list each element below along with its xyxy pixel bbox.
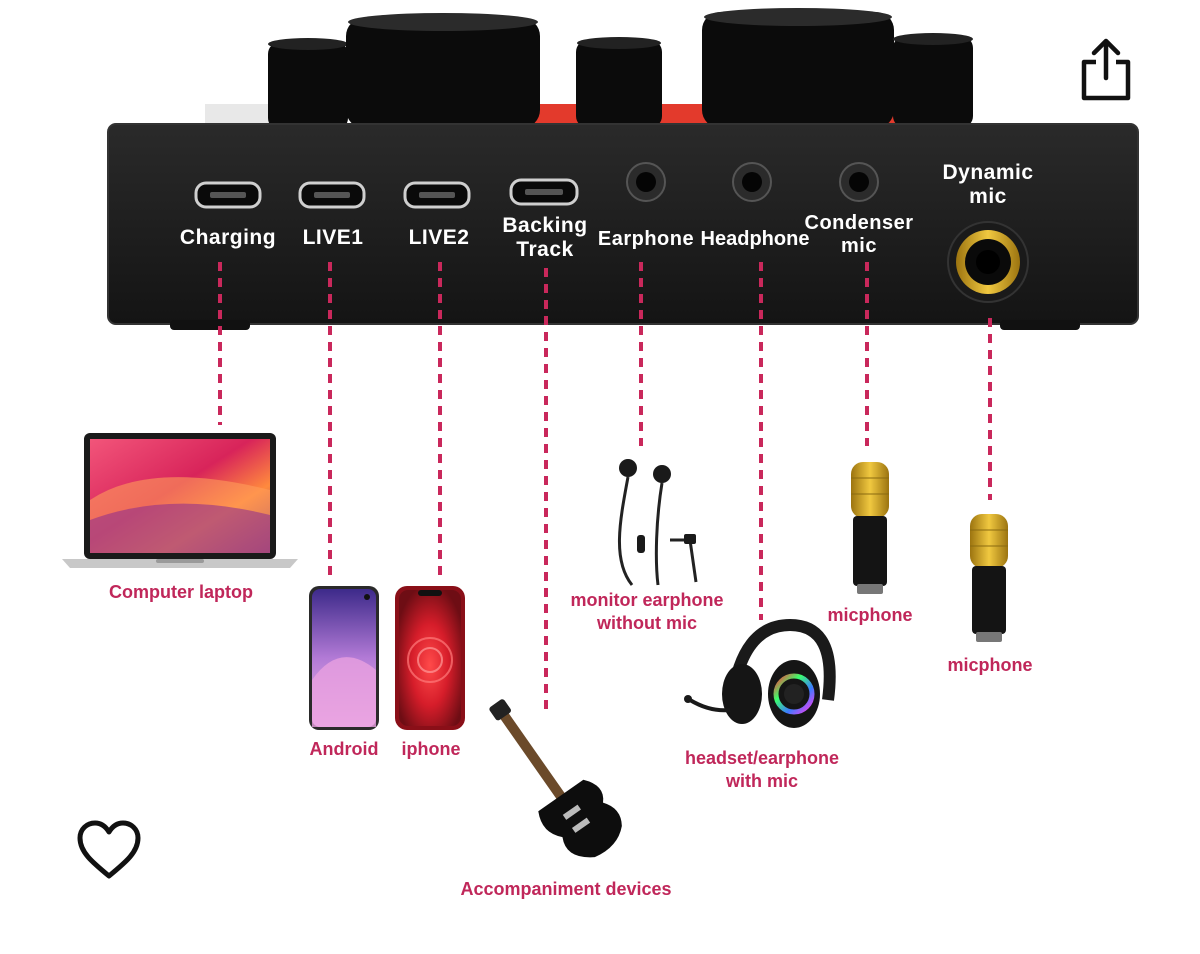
port-charging-socket [194,181,262,209]
port-label-headphone: Headphone [700,228,810,250]
device-label-microphone-2: micphone [947,655,1033,675]
device-label-guitar: Accompaniment devices [460,879,672,899]
device-label-microphone-1: micphone [827,605,913,625]
port-label-backing-track: Backing Track [502,214,588,262]
port-label-live2: LIVE2 [408,226,470,249]
sound-card-device [107,8,1139,330]
port-dynamic-mic-socket [947,221,1029,303]
share-icon [1081,38,1131,101]
headset-image [684,618,836,728]
earphone-image [617,459,698,586]
port-label-condenser-mic: Condenser mic [804,212,914,257]
port-backing-track-socket [509,178,579,206]
microphone-image-1 [851,462,889,594]
knob-large-2 [702,8,894,128]
device-label-headset: headset/earphone with mic [684,748,840,791]
port-label-charging: Charging [179,226,277,249]
port-label-dynamic-mic: Dynamic mic [942,161,1034,209]
android-phone-image [309,586,379,730]
port-earphone-socket [626,162,666,202]
port-live1-socket [298,181,366,209]
port-live2-socket [403,181,471,209]
port-label-live1: LIVE1 [302,226,364,249]
guitar-image [489,699,622,858]
iphone-image [395,586,465,730]
device-label-android: Android [309,739,379,759]
knob-small-3 [893,33,973,128]
device-label-laptop: Computer laptop [109,582,253,602]
device-label-earphone: monitor earphone without mic [570,590,724,633]
port-label-earphone: Earphone [597,228,695,250]
heart-outline-icon [77,820,141,879]
port-headphone-socket [732,162,772,202]
port-condenser-mic-socket [839,162,879,202]
knob-small-2 [576,37,662,128]
share-button[interactable] [1076,36,1136,102]
knob-small-1 [268,38,348,130]
connector-lines [218,262,992,715]
favorite-button[interactable] [74,818,144,882]
knob-large-1 [346,13,540,128]
microphone-image-2 [970,514,1008,642]
laptop-image [62,433,298,568]
device-label-iphone: iphone [401,739,461,759]
